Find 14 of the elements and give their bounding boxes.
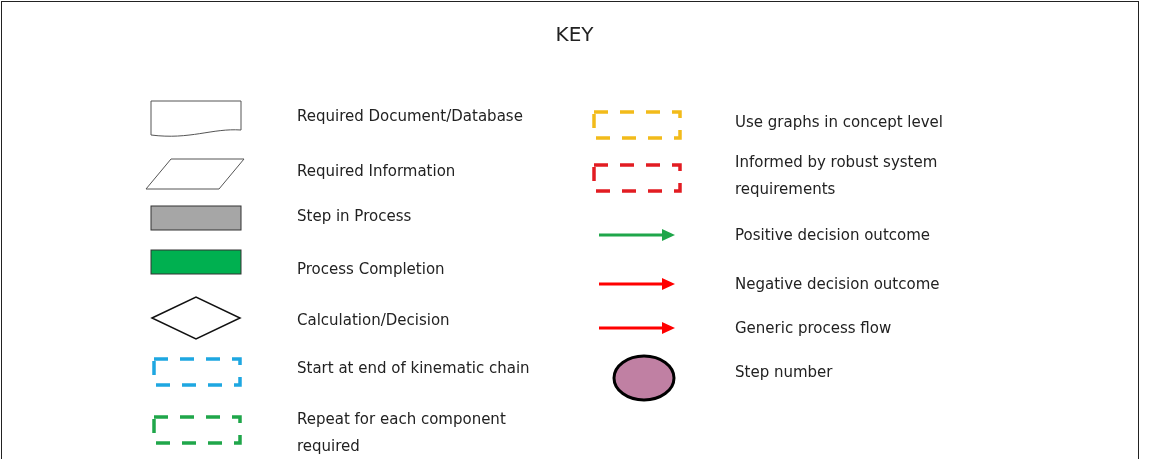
legend-text: Positive decision outcome xyxy=(735,225,932,246)
legend-text: Negative decision outcome xyxy=(735,274,941,295)
legend-text: Process Completion xyxy=(297,259,446,280)
legend-text: Required Document/Database xyxy=(297,106,524,127)
legend-text: Start at end of kinematic chain xyxy=(297,358,531,379)
legend-text: Step number xyxy=(735,362,834,383)
legend-text: Use graphs in concept level xyxy=(735,112,944,133)
legend-text: Generic process flow xyxy=(735,318,893,339)
legend-text: Calculation/Decision xyxy=(297,310,451,331)
legend-text: Required Information xyxy=(297,161,457,182)
key-title: KEY xyxy=(555,22,594,46)
legend-text: Repeat for each component required xyxy=(297,409,507,457)
legend-text: Informed by robust system requirements xyxy=(735,152,939,200)
legend-text: Step in Process xyxy=(297,206,413,227)
